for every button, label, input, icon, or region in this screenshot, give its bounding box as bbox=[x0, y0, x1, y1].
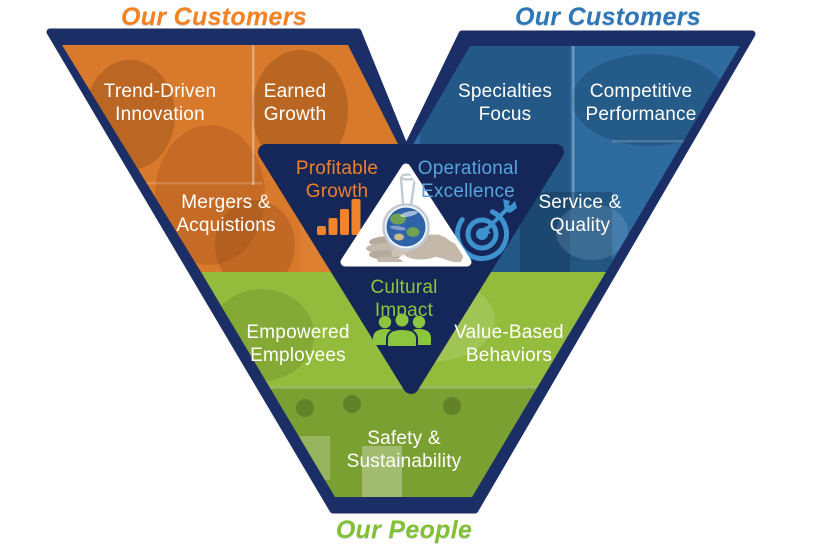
pillar-operational-excellence: Operational Excellence bbox=[417, 158, 519, 202]
flask-globe-in-hand-icon bbox=[340, 163, 472, 267]
label-service-quality: Service & Quality bbox=[538, 192, 622, 236]
label-trend-driven-innovation: Trend-Driven Innovation bbox=[103, 81, 217, 125]
header-our-people: Our People bbox=[335, 516, 473, 544]
label-value-based-behaviors: Value-Based Behaviors bbox=[454, 322, 564, 366]
target-icon bbox=[455, 199, 517, 261]
globe bbox=[386, 207, 426, 247]
label-safety-sustainability: Safety & Sustainability bbox=[346, 428, 462, 472]
people-icon bbox=[373, 311, 431, 348]
bar-chart-icon bbox=[317, 199, 361, 235]
pillar-profitable-growth: Profitable Growth bbox=[295, 158, 379, 202]
label-competitive-performance: Competitive Performance bbox=[585, 81, 697, 125]
center-shield bbox=[258, 144, 564, 394]
label-earned-growth: Earned Growth bbox=[263, 81, 327, 125]
label-mergers-acquistions: Mergers & Acquistions bbox=[176, 192, 276, 236]
header-our-customers-left: Our Customers bbox=[121, 3, 307, 31]
label-empowered-employees: Empowered Employees bbox=[246, 322, 350, 366]
pillar-cultural-impact: Cultural Impact bbox=[370, 277, 438, 321]
header-our-customers-right: Our Customers bbox=[515, 3, 701, 31]
label-specialties-focus: Specialties Focus bbox=[457, 81, 553, 125]
